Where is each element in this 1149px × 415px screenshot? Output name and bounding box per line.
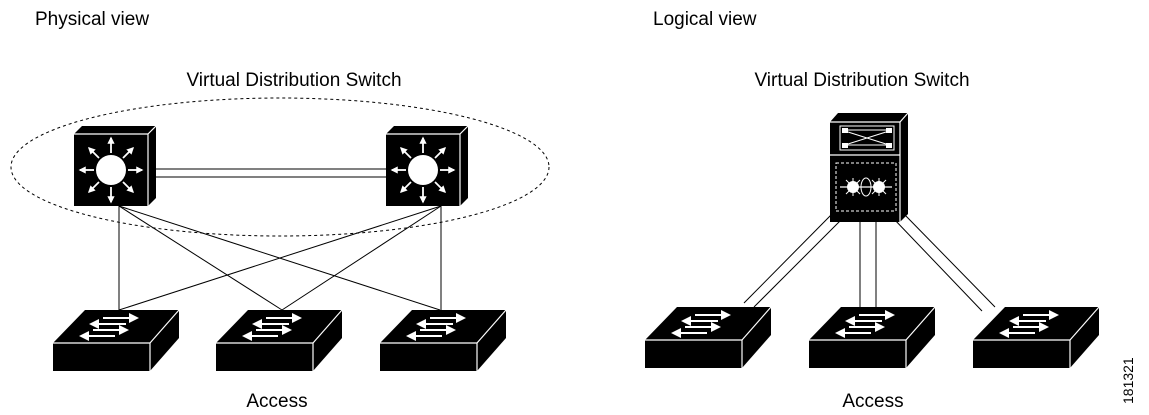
logical-access-switch-2-icon: [809, 307, 935, 368]
physical-view-diagram: [10, 97, 550, 371]
access-switch-1-icon: [53, 310, 179, 371]
virtual-switch-boundary: [10, 97, 550, 237]
physical-view-heading: Physical view: [35, 9, 150, 30]
physical-virtual-switch-label: Virtual Distribution Switch: [186, 70, 402, 91]
physical-access-label: Access: [246, 391, 308, 412]
uplink-lines: [118, 205, 442, 311]
logical-uplink-lines: [743, 213, 996, 312]
virtual-switch-system-icon: [830, 112, 909, 222]
logical-view-diagram: [645, 112, 1099, 368]
distribution-switch-2-icon: [386, 126, 468, 206]
logical-virtual-switch-label: Virtual Distribution Switch: [754, 70, 970, 91]
figure-id: 181321: [1120, 357, 1136, 404]
logical-view-heading: Logical view: [653, 9, 757, 30]
distribution-switch-1-icon: [74, 126, 156, 206]
access-switch-3-icon: [380, 310, 506, 371]
inter-switch-link: [156, 168, 388, 178]
logical-access-label: Access: [842, 391, 904, 412]
access-switch-2-icon: [216, 310, 342, 371]
logical-access-switch-3-icon: [973, 307, 1099, 368]
logical-access-switch-1-icon: [645, 307, 771, 368]
